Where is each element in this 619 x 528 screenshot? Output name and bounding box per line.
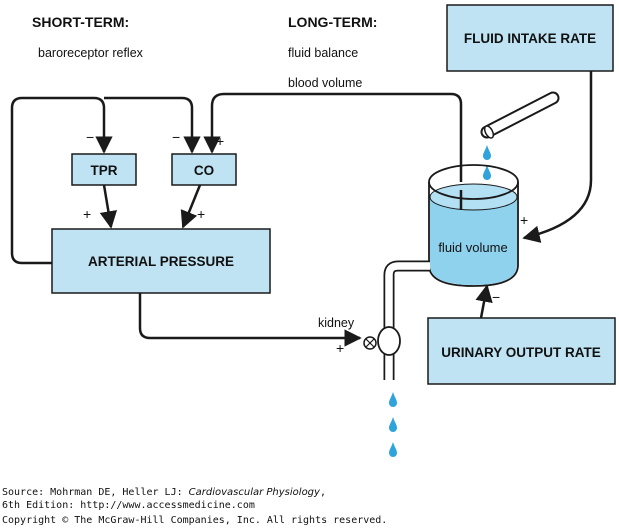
urinary-output-rate-box — [427, 317, 616, 385]
water-drop-icon — [389, 392, 397, 407]
fluid-volume-label: fluid volume — [438, 240, 507, 255]
short-term-title: SHORT-TERM: — [32, 14, 129, 30]
ap-to-kidney-arrow — [138, 293, 362, 347]
fluid-volume-container — [428, 164, 519, 287]
kidney-label: kidney — [318, 316, 355, 330]
intake-to-volume-sign: + — [520, 212, 528, 228]
valve-icon — [363, 336, 377, 350]
urinary-output-rate-label: URINARY OUTPUT RATE — [441, 345, 601, 360]
fluid-intake-rate-box — [446, 4, 614, 72]
co-label: CO — [194, 163, 214, 178]
blood-volume-arrow-co — [203, 92, 463, 210]
source-edition: 6th Edition: http://www.accessmedicine.c… — [2, 500, 255, 511]
long-term-title: LONG-TERM: — [288, 14, 377, 30]
water-drop-icon — [483, 165, 491, 180]
arterial-pressure-box — [51, 228, 271, 294]
water-drop-icon — [389, 442, 397, 457]
output-to-volume-arrow — [475, 284, 493, 319]
pipe-icon — [480, 91, 560, 139]
water-drop-icon — [483, 145, 491, 160]
co-box — [171, 153, 237, 186]
water-drop-icon — [389, 417, 397, 432]
blood-volume-label: blood volume — [288, 76, 362, 90]
output-to-volume-sign: − — [492, 289, 500, 305]
source-citation: Source: Mohrman DE, Heller LJ: Cardiovas… — [2, 487, 326, 498]
arterial-pressure-label: ARTERIAL PRESSURE — [88, 254, 234, 269]
tpr-label: TPR — [91, 163, 118, 178]
long-term-subtitle: fluid balance — [288, 46, 358, 60]
tpr-in-sign: − — [86, 129, 94, 145]
fluid-intake-rate-label: FLUID INTAKE RATE — [464, 31, 596, 46]
tpr-to-ap-arrow — [99, 184, 118, 229]
baroreceptor-loop-arrow-tpr — [10, 96, 113, 265]
ap-to-kidney-sign: + — [336, 340, 344, 356]
baroreceptor-loop-arrow-co — [104, 96, 201, 154]
tpr-to-ap-sign: + — [83, 206, 91, 222]
book-title: Cardiovascular Physiology — [188, 487, 320, 498]
intake-to-volume-arrow — [522, 71, 593, 243]
co-in-volume-sign: + — [216, 133, 224, 149]
co-to-ap-sign: + — [197, 206, 205, 222]
copyright-notice: Copyright © The McGraw-Hill Companies, I… — [2, 515, 388, 526]
short-term-subtitle: baroreceptor reflex — [38, 46, 144, 60]
faucet-icon — [377, 260, 430, 380]
co-to-ap-arrow — [180, 184, 202, 229]
co-in-baro-sign: − — [172, 129, 180, 145]
